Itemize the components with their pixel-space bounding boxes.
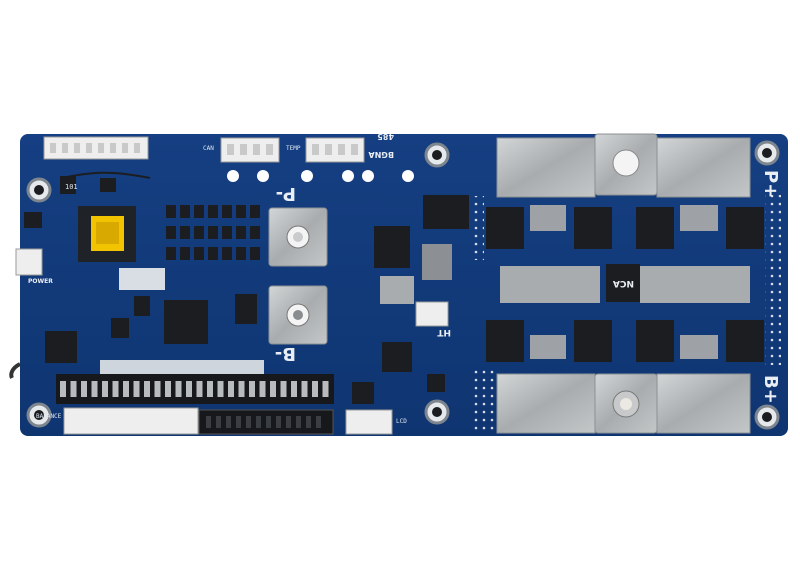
driver-transistor bbox=[180, 205, 190, 218]
header-pin bbox=[196, 381, 203, 397]
silkscreen-labels: P- B- P+ B+ HT POWER 485 BGNA 101 NCA BA… bbox=[28, 132, 781, 425]
label-ic-code: 101 bbox=[65, 183, 78, 191]
driver-transistor bbox=[222, 205, 232, 218]
header-pin bbox=[165, 381, 171, 397]
busbar-middle bbox=[500, 264, 750, 303]
driver-transistor bbox=[222, 226, 232, 239]
driver-transistor bbox=[194, 226, 204, 239]
cable-stub bbox=[9, 362, 21, 379]
header-pin bbox=[249, 381, 255, 397]
driver-transistor bbox=[180, 247, 190, 260]
header-pin bbox=[217, 381, 224, 397]
header-pin bbox=[259, 381, 266, 397]
busbar-top bbox=[496, 133, 751, 198]
bottom-connectors bbox=[63, 407, 393, 435]
label-can: CAN bbox=[203, 145, 214, 152]
transformer bbox=[78, 206, 136, 262]
label-nca: NCA bbox=[613, 278, 634, 288]
middle-components bbox=[352, 195, 469, 404]
header-pin bbox=[133, 381, 140, 397]
label-lcd: LCD bbox=[396, 418, 407, 425]
header-pin bbox=[60, 381, 66, 397]
driver-transistor bbox=[194, 205, 204, 218]
header-pin bbox=[144, 381, 150, 397]
test-pads bbox=[227, 170, 414, 182]
driver-transistor bbox=[236, 226, 246, 239]
label-temp: TEMP bbox=[286, 145, 301, 152]
mosfet-array bbox=[486, 207, 764, 362]
driver-transistor bbox=[250, 226, 260, 239]
label-bgna: BGNA bbox=[368, 150, 394, 159]
header-pin bbox=[291, 381, 297, 397]
driver-transistor bbox=[166, 226, 176, 239]
header-pin bbox=[91, 381, 98, 397]
label-b-plus: B+ bbox=[760, 375, 781, 404]
header-pin bbox=[301, 381, 308, 397]
header-pin bbox=[280, 381, 287, 397]
busbar-bottom bbox=[496, 373, 751, 434]
driver-transistor bbox=[208, 226, 218, 239]
header-pin bbox=[175, 381, 182, 397]
driver-transistor bbox=[222, 247, 232, 260]
header-pin bbox=[81, 381, 87, 397]
driver-transistor bbox=[250, 247, 260, 260]
header-pin bbox=[154, 381, 161, 397]
header-pin bbox=[322, 381, 329, 397]
ribbon-wires bbox=[61, 171, 151, 179]
label-b-minus: B- bbox=[275, 343, 296, 364]
driver-transistor bbox=[236, 247, 246, 260]
pin-header-row bbox=[56, 360, 334, 404]
label-ht: HT bbox=[436, 327, 451, 337]
p-minus-terminal bbox=[268, 207, 328, 267]
header-pin bbox=[207, 381, 213, 397]
header-pin bbox=[186, 381, 192, 397]
top-connectors bbox=[43, 136, 365, 163]
label-p-plus: P+ bbox=[760, 170, 781, 198]
label-485: 485 bbox=[377, 132, 394, 141]
driver-transistor bbox=[180, 226, 190, 239]
header-pin bbox=[312, 381, 318, 397]
header-pin bbox=[270, 381, 276, 397]
header-pin bbox=[102, 381, 108, 397]
driver-transistor bbox=[194, 247, 204, 260]
header-pin bbox=[238, 381, 245, 397]
label-balance: BALANCE bbox=[36, 413, 62, 420]
b-minus-terminal bbox=[268, 285, 328, 345]
header-pin bbox=[228, 381, 234, 397]
power-connector bbox=[15, 248, 43, 276]
driver-transistor bbox=[236, 205, 246, 218]
header-pin bbox=[112, 381, 119, 397]
header-pin bbox=[123, 381, 129, 397]
driver-transistor bbox=[166, 247, 176, 260]
shunt-resistors bbox=[530, 205, 718, 359]
label-p-minus: P- bbox=[276, 183, 296, 204]
driver-array bbox=[166, 205, 260, 260]
header-pin bbox=[70, 381, 77, 397]
control-ics bbox=[24, 176, 257, 363]
driver-transistor bbox=[208, 247, 218, 260]
driver-transistor bbox=[250, 205, 260, 218]
driver-transistor bbox=[208, 205, 218, 218]
driver-transistor bbox=[166, 205, 176, 218]
label-power: POWER bbox=[28, 278, 53, 285]
